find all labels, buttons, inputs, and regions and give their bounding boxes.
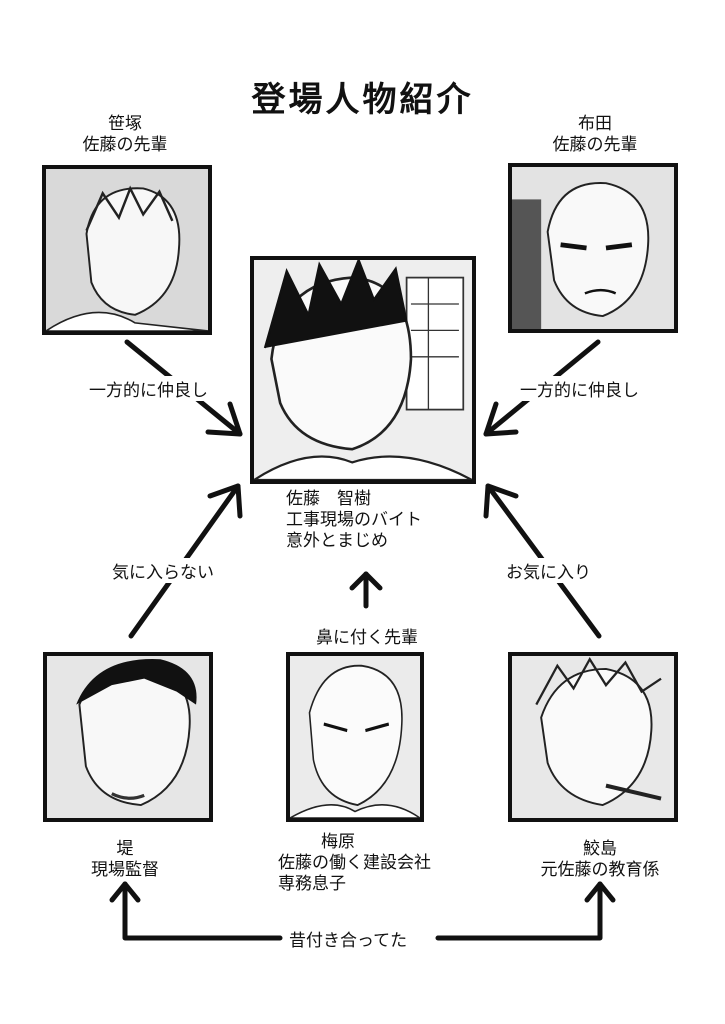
character-label-sasazuka: 笹塚 佐藤の先輩: [60, 114, 190, 156]
arrowhead-nunota: [483, 401, 519, 437]
character-role: 佐藤の先輩: [552, 135, 638, 155]
face-sketch-icon: [46, 169, 208, 331]
character-label-samejima: 鮫島 元佐藤の教育係: [520, 839, 680, 881]
character-role: 元佐藤の教育係: [540, 860, 660, 880]
character-name: 鮫島: [583, 839, 617, 859]
arrowhead-sasazuka: [205, 401, 243, 437]
page-title: 登場人物紹介: [251, 80, 474, 120]
relation-nunota-sato: 一方的に仲良し: [516, 376, 643, 401]
arrowhead-umehara: [349, 571, 383, 591]
relation-sasazuka-sato: 一方的に仲良し: [85, 376, 212, 401]
portrait-samejima: [508, 652, 678, 822]
relation-samejima-sato: お気に入り: [502, 558, 595, 583]
character-label-nunota: 布田 佐藤の先輩: [530, 114, 660, 156]
portrait-umehara: [286, 652, 424, 822]
line-tsutsumi-samejima: [122, 881, 603, 941]
face-sketch-icon: [512, 656, 674, 818]
portrait-nunota: [508, 163, 678, 333]
character-note: 意外とまじめ: [286, 531, 388, 551]
relation-tsutsumi-sato: 気に入らない: [108, 558, 218, 583]
face-sketch-icon: [47, 656, 209, 818]
relation-umehara-sato: 鼻に付く先輩: [312, 623, 422, 648]
arrowhead-tsutsumi: [207, 483, 243, 519]
character-role-secondary: 専務息子: [278, 874, 346, 894]
character-role: 佐藤の先輩: [82, 135, 168, 155]
character-label-umehara: 梅原 佐藤の働く建設会社 専務息子: [278, 832, 478, 895]
character-name: 佐藤 智樹: [286, 489, 371, 509]
face-sketch-icon: [290, 656, 420, 818]
portrait-sato: [250, 256, 476, 484]
character-role: 現場監督: [91, 860, 159, 880]
character-label-sato: 佐藤 智樹 工事現場のバイト 意外とまじめ: [286, 489, 486, 552]
face-sketch-icon: [254, 260, 472, 480]
portrait-sasazuka: [42, 165, 212, 335]
arrowhead-samejima: [483, 483, 519, 519]
character-role: 工事現場のバイト: [286, 510, 422, 530]
character-name: 梅原: [321, 832, 355, 852]
character-role: 佐藤の働く建設会社: [278, 853, 431, 873]
arrowhead-tsutsumi-bottom: [109, 881, 141, 903]
character-name: 布田: [578, 114, 612, 134]
character-name: 笹塚: [108, 114, 142, 134]
character-label-tsutsumi: 堤 現場監督: [70, 839, 180, 881]
portrait-tsutsumi: [43, 652, 213, 822]
relation-tsutsumi-samejima: 昔付き合ってた: [285, 926, 412, 951]
character-name: 堤: [116, 839, 134, 859]
face-sketch-icon: [512, 167, 674, 329]
arrowhead-samejima-bottom: [584, 881, 616, 903]
